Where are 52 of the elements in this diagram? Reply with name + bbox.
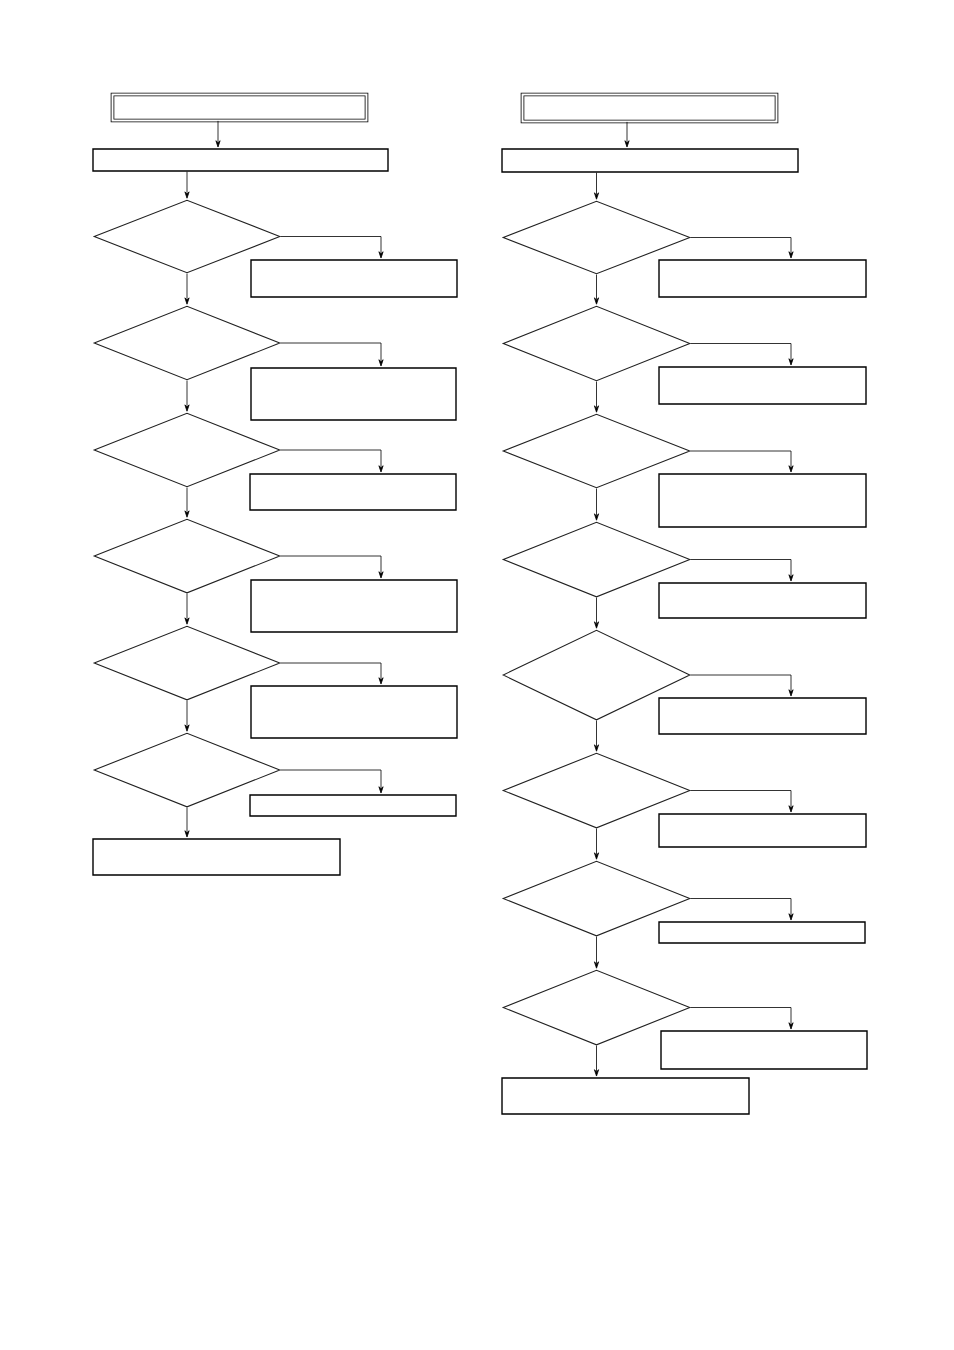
arrow bbox=[690, 1007, 794, 1030]
arrow bbox=[280, 662, 384, 685]
process-box bbox=[658, 366, 867, 405]
arrow bbox=[594, 488, 600, 521]
arrow bbox=[690, 450, 794, 473]
arrow bbox=[184, 807, 190, 838]
arrow bbox=[690, 559, 794, 582]
process-box bbox=[501, 1077, 750, 1115]
arrow bbox=[690, 237, 794, 259]
process-box bbox=[250, 367, 457, 421]
process-box bbox=[250, 685, 458, 739]
arrow bbox=[184, 487, 190, 518]
arrow bbox=[594, 172, 600, 200]
arrow bbox=[594, 720, 600, 752]
arrow bbox=[594, 597, 600, 629]
arrow bbox=[690, 790, 794, 813]
arrow bbox=[184, 700, 190, 732]
process-box bbox=[658, 813, 867, 848]
arrow bbox=[184, 380, 190, 412]
process-box bbox=[92, 148, 389, 172]
process-box bbox=[501, 148, 799, 173]
process-box bbox=[658, 582, 867, 619]
arrow bbox=[184, 593, 190, 625]
process-box bbox=[660, 1030, 868, 1070]
arrow bbox=[690, 343, 794, 366]
arrow bbox=[594, 828, 600, 860]
arrow bbox=[280, 449, 384, 473]
arrow bbox=[594, 1045, 600, 1077]
arrow bbox=[594, 381, 600, 413]
process-box bbox=[250, 579, 458, 633]
arrow bbox=[280, 236, 384, 259]
arrow bbox=[690, 898, 794, 921]
process-box bbox=[250, 259, 458, 298]
arrow bbox=[624, 121, 630, 148]
header-box bbox=[110, 92, 369, 123]
process-box bbox=[658, 921, 866, 944]
arrow bbox=[215, 120, 221, 148]
process-box bbox=[658, 697, 867, 735]
arrow bbox=[280, 555, 384, 579]
arrow bbox=[280, 769, 384, 794]
arrow bbox=[594, 274, 600, 305]
process-box bbox=[249, 794, 457, 817]
process-box bbox=[92, 838, 341, 876]
process-box bbox=[249, 473, 457, 511]
arrow bbox=[280, 342, 384, 367]
header-box bbox=[520, 92, 779, 124]
arrow bbox=[594, 936, 600, 969]
process-box bbox=[658, 473, 867, 528]
arrow bbox=[184, 273, 190, 305]
arrow bbox=[184, 171, 190, 199]
process-box bbox=[658, 259, 867, 298]
arrow bbox=[690, 674, 794, 697]
